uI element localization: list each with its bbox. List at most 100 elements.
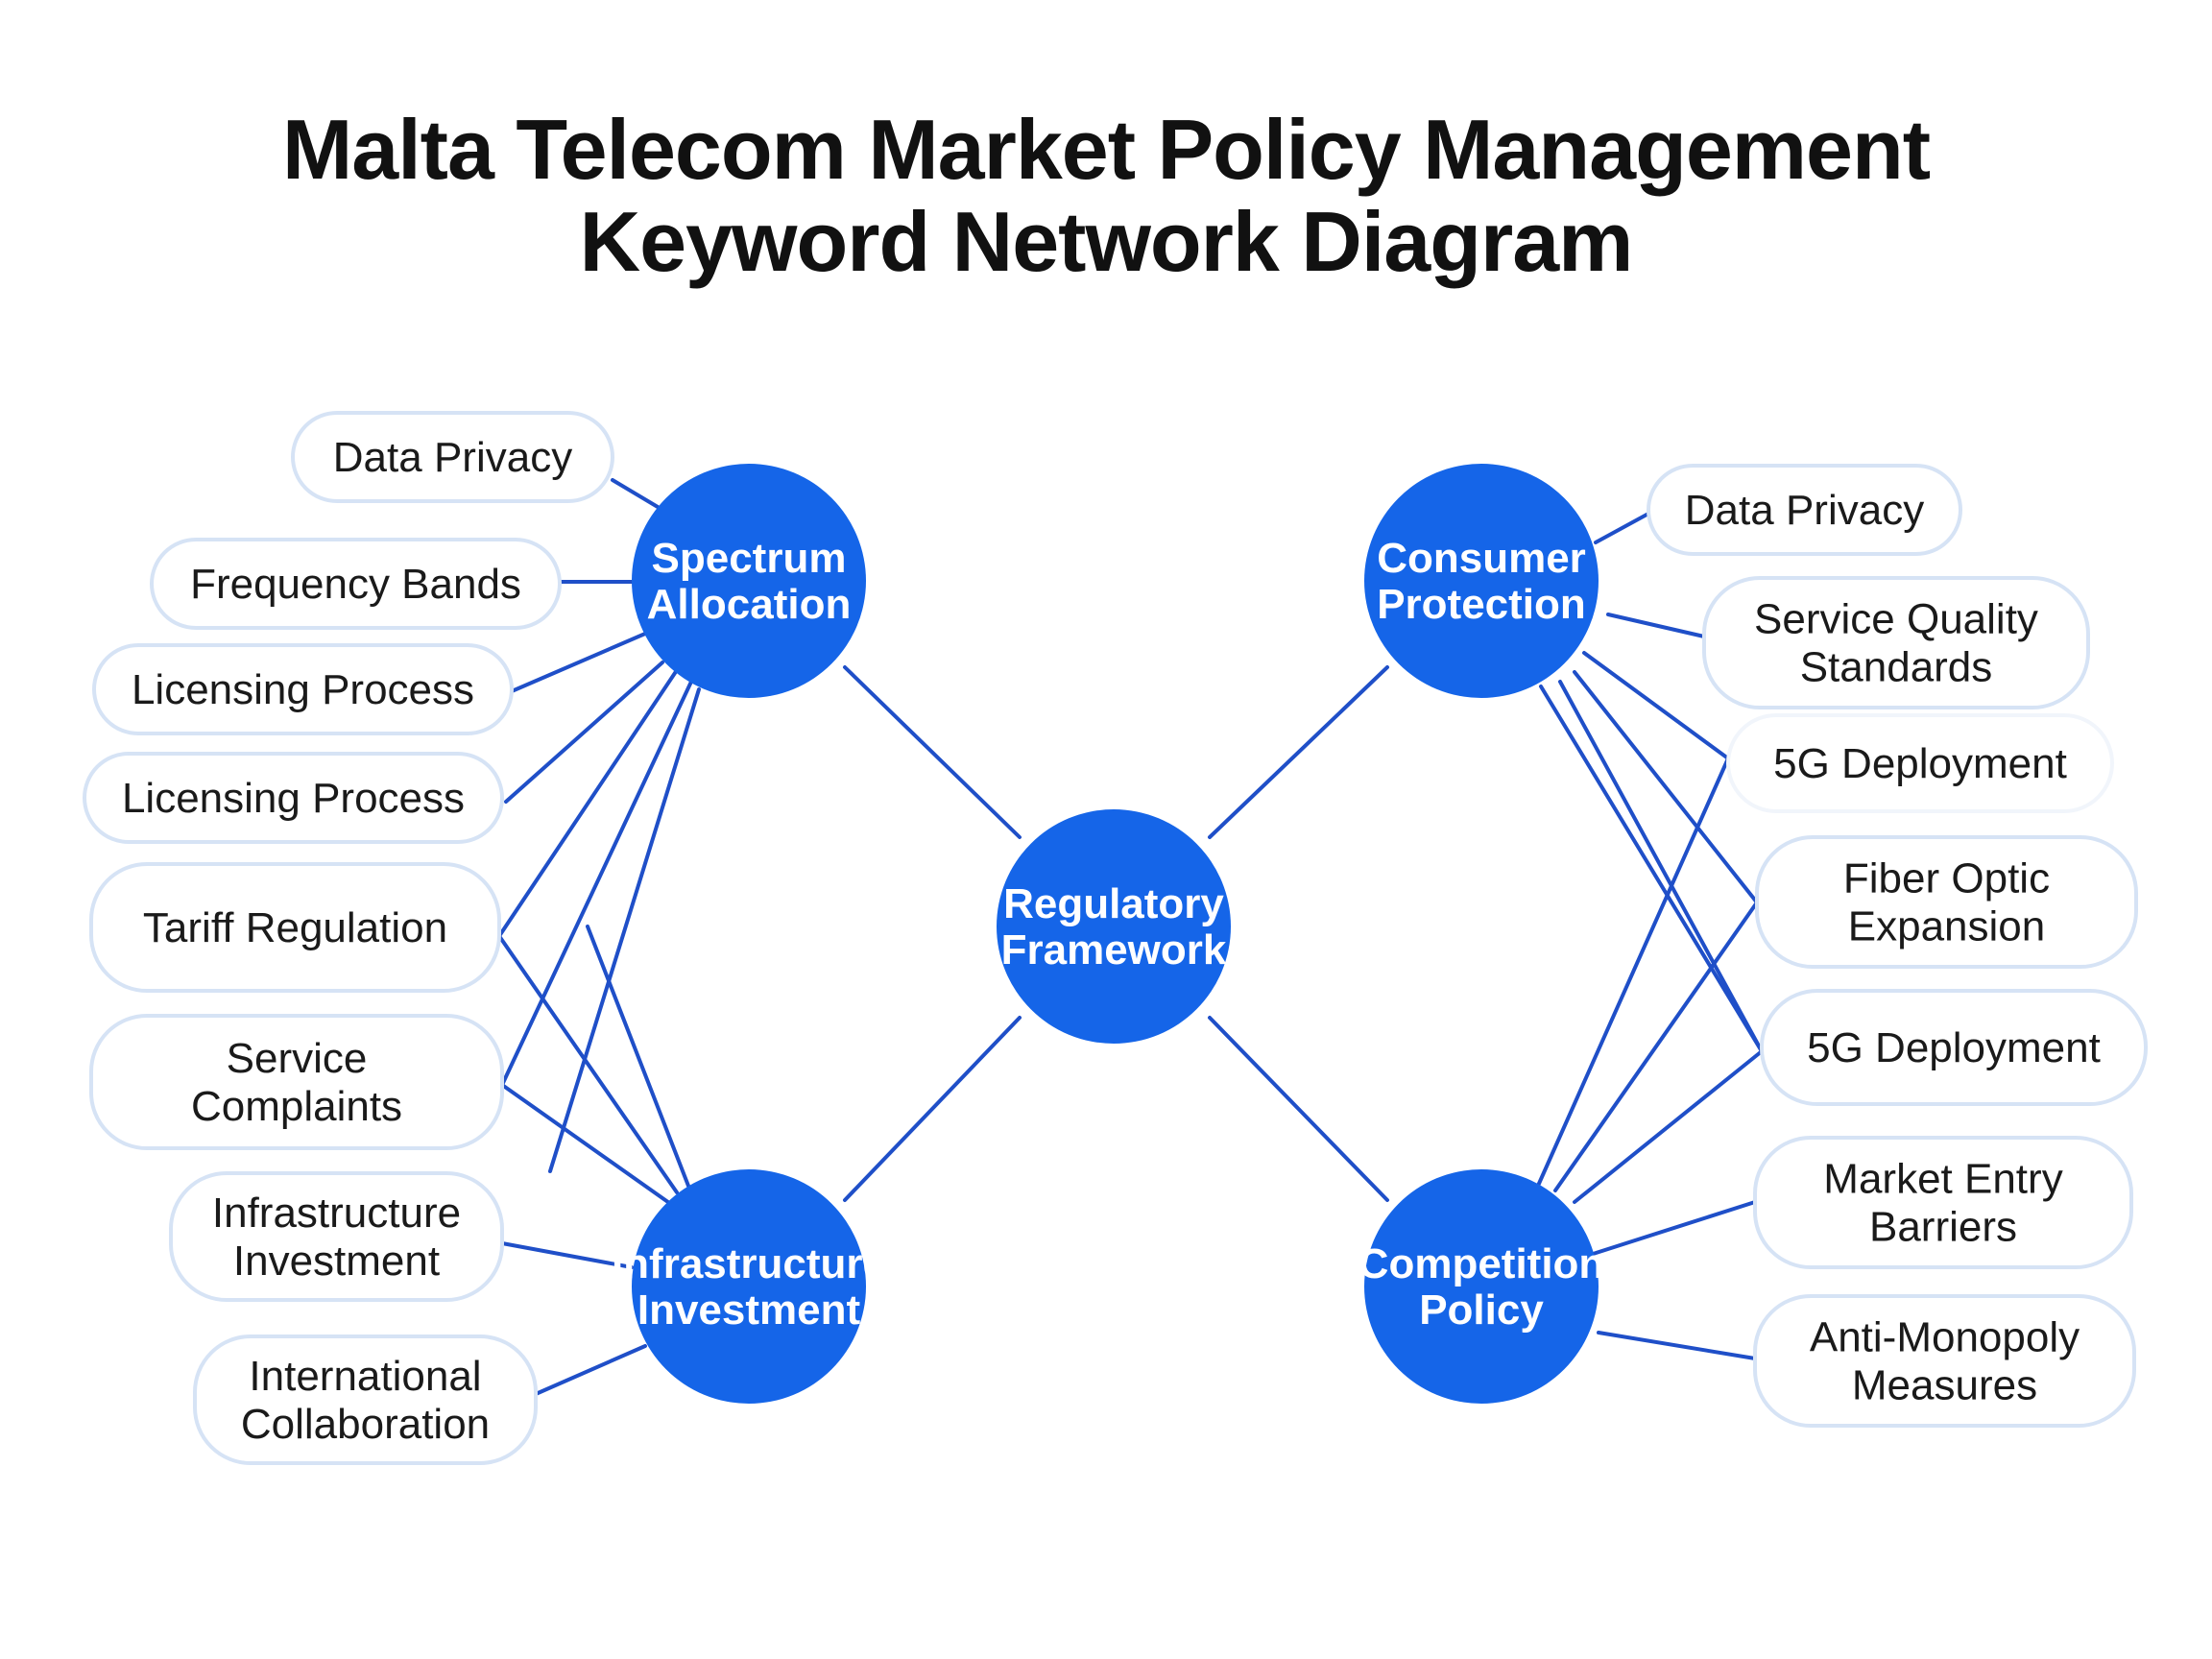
connector-line <box>1536 757 1730 1188</box>
connector-line <box>1606 613 1706 638</box>
keyword-label: Data Privacy <box>1685 487 1924 534</box>
connector-line <box>500 1241 634 1269</box>
keyword-label: Infrastructure <box>212 1190 461 1237</box>
keyword-pill <box>169 1171 504 1302</box>
title-line-2: Keyword Network Diagram <box>579 194 1634 289</box>
connector-line <box>497 934 679 1194</box>
keyword-label: Frequency Bands <box>190 561 521 608</box>
keyword-pill <box>193 1334 538 1465</box>
keyword-pill <box>1753 1136 2133 1269</box>
keyword-node-l-data-privacy[interactable]: Data Privacy <box>291 411 614 503</box>
hub-circle <box>632 1169 866 1404</box>
keyword-label: Anti-Monopoly <box>1810 1314 2080 1361</box>
keyword-label: 5G Deployment <box>1773 740 2067 787</box>
connector-line <box>1573 670 1759 904</box>
keyword-pill <box>1702 576 2090 709</box>
keyword-node-r-5g-1[interactable]: 5G Deployment <box>1726 713 2114 813</box>
keyword-pill <box>1647 464 1962 556</box>
connector-line <box>1208 665 1389 839</box>
keyword-label: Fiber Optic <box>1843 855 2050 902</box>
hub-circle <box>997 809 1231 1044</box>
keyword-label: 5G Deployment <box>1807 1024 2101 1071</box>
keyword-label: Expansion <box>1848 903 2045 950</box>
keyword-label: Collaboration <box>241 1401 490 1448</box>
hub-circle <box>1364 464 1599 698</box>
keyword-label: Service <box>227 1035 368 1082</box>
connector-line <box>843 665 1022 839</box>
keyword-node-l-licensing-2[interactable]: Licensing Process <box>83 752 504 844</box>
diagram-title: Malta Telecom Market Policy Management K… <box>0 104 2212 288</box>
keyword-pill <box>1760 989 2148 1106</box>
keyword-label: Service Quality <box>1754 596 2038 643</box>
title-line-1: Malta Telecom Market Policy Management <box>281 102 1931 197</box>
connector-line <box>548 687 701 1173</box>
connector-line <box>1594 512 1650 544</box>
hub-label: Consumer <box>1377 535 1586 582</box>
connector-line <box>611 478 660 509</box>
keyword-pill <box>150 538 562 630</box>
connector-line <box>1539 685 1767 1058</box>
connector-line <box>1553 901 1759 1192</box>
keyword-pill <box>1753 1294 2136 1428</box>
keyword-label: Barriers <box>1869 1204 2017 1251</box>
hub-label: Regulatory <box>1003 880 1224 927</box>
connector-line <box>534 1344 647 1396</box>
hub-label: Spectrum <box>652 535 847 582</box>
keyword-pill <box>89 862 501 993</box>
hub-label: Allocation <box>647 581 852 628</box>
keyword-node-l-tariff[interactable]: Tariff Regulation <box>89 862 501 993</box>
connector-line <box>843 1016 1022 1202</box>
keyword-pill <box>291 411 614 503</box>
connector-line <box>1573 1049 1764 1204</box>
keyword-node-r-5g-2[interactable]: 5G Deployment <box>1760 989 2148 1106</box>
hub-circle <box>1364 1169 1599 1404</box>
connector-line <box>1208 1016 1389 1202</box>
connector-line <box>1597 1331 1757 1360</box>
hub-label: Infrastructure <box>612 1240 886 1287</box>
hub-label: Protection <box>1377 581 1586 628</box>
keyword-label: Measures <box>1852 1362 2037 1409</box>
connector-line <box>504 661 664 804</box>
keyword-pill <box>1755 835 2138 969</box>
keyword-label: Market Entry <box>1823 1156 2062 1203</box>
edges-layer <box>497 478 1767 1396</box>
keyword-label: Tariff Regulation <box>143 904 447 951</box>
connector-line <box>510 632 647 693</box>
keyword-label: International <box>249 1353 481 1400</box>
keyword-label: Complaints <box>191 1083 402 1130</box>
keyword-label: Licensing Process <box>132 666 474 713</box>
keyword-node-l-licensing-1[interactable]: Licensing Process <box>92 643 514 735</box>
connector-line <box>500 1083 674 1207</box>
hub-label: Policy <box>1419 1286 1544 1334</box>
keyword-pill <box>92 643 514 735</box>
hub-circle <box>632 464 866 698</box>
hub-label: Framework <box>1001 926 1227 974</box>
keyword-pill <box>89 1014 504 1150</box>
hub-label: Investment <box>637 1286 861 1334</box>
keyword-node-l-frequency-bands[interactable]: Frequency Bands <box>150 538 562 630</box>
connector-line <box>586 925 695 1200</box>
hub-label: Competition <box>1358 1240 1605 1287</box>
keyword-label: Licensing Process <box>122 775 465 822</box>
keyword-label: Investment <box>233 1238 440 1285</box>
connector-line <box>1582 651 1730 760</box>
keyword-pill <box>83 752 504 844</box>
keyword-node-r-data-privacy[interactable]: Data Privacy <box>1647 464 1962 556</box>
keyword-label: Data Privacy <box>333 434 572 481</box>
